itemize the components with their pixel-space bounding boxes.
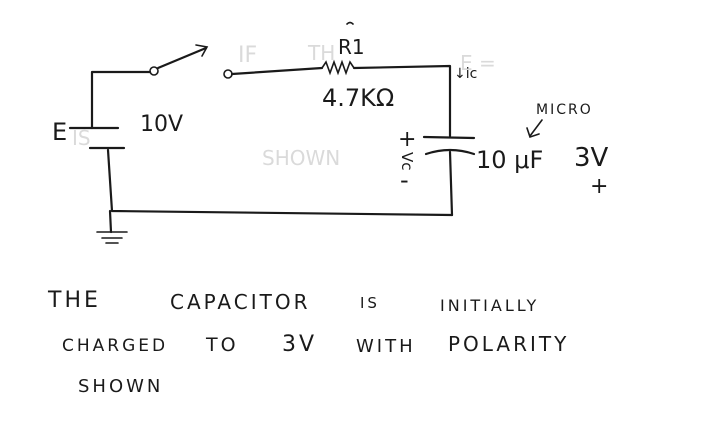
note-word: TO — [206, 334, 239, 356]
wire-top-left — [230, 66, 324, 76]
wire-top-right — [352, 64, 452, 138]
wire-cap-down — [448, 150, 454, 217]
resistor-r1 — [321, 59, 355, 76]
switch-blade — [156, 46, 208, 70]
wire-left-top — [90, 70, 152, 130]
capacitor-initial-voltage-label: 3V — [574, 143, 609, 173]
svg-text:E =: E = — [460, 51, 496, 75]
micro-arrow — [529, 119, 543, 137]
capacitor-voltage-symbol: Vc — [398, 152, 416, 171]
switch-arrow — [195, 44, 209, 57]
switch-contact-right — [223, 69, 233, 79]
outer-plus-label: + — [590, 174, 608, 199]
capacitor-value-label: 10 μF — [476, 146, 543, 174]
capacitor-top-plate — [422, 135, 476, 140]
switch-contact-left — [149, 66, 159, 76]
wire-ground — [108, 209, 113, 234]
current-label: ↓ic — [454, 66, 477, 82]
capacitor-bottom-plate — [424, 148, 476, 156]
stray-mark — [346, 21, 354, 25]
svg-text:SHOWN: SHOWN — [262, 146, 340, 170]
note-word: CAPACITOR — [170, 290, 311, 314]
micro-arrow-head — [526, 127, 540, 139]
capacitor-minus-label: - — [400, 166, 409, 194]
resistor-name-label: R1 — [338, 35, 365, 59]
wire-bottom — [106, 148, 454, 217]
svg-text:TH: TH — [307, 41, 335, 65]
note-word: THE — [48, 288, 101, 313]
note-word: POLARITY — [448, 332, 570, 356]
source-value-label: 10V — [140, 112, 183, 137]
note-word: IS — [360, 294, 380, 312]
note-word: WITH — [356, 336, 416, 357]
capacitor-plus-label: + — [398, 127, 416, 152]
bleed-through-marks: IF TH E = SHOWN IS — [72, 41, 496, 170]
source-name-label: E — [52, 118, 67, 146]
svg-text:IS: IS — [72, 126, 91, 150]
note-word: INITIALLY — [440, 296, 540, 315]
note-word: SHOWN — [78, 376, 164, 397]
resistor-value-label: 4.7KΩ — [322, 84, 394, 112]
micro-note-label: MICRO — [536, 102, 593, 118]
svg-text:IF: IF — [238, 43, 257, 68]
note-word: 3V — [282, 332, 318, 357]
note-word: CHARGED — [62, 336, 169, 356]
